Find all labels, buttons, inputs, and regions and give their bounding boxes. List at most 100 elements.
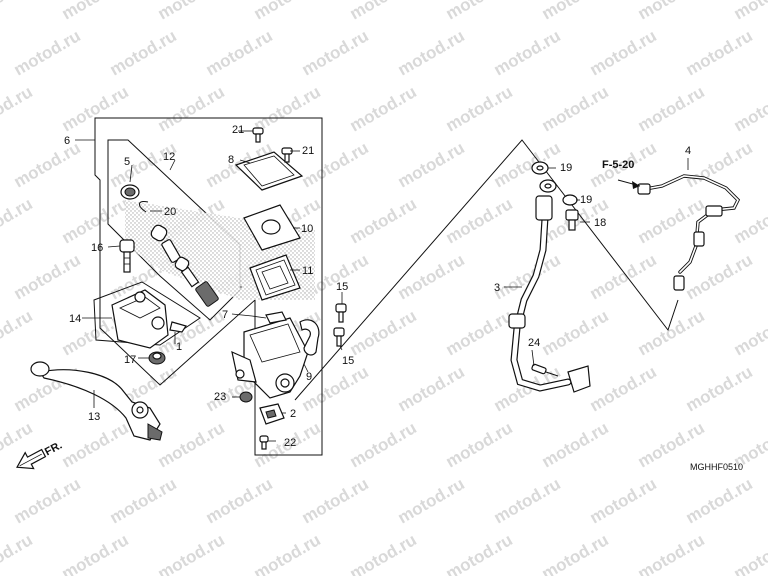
sealing-washer-19b[interactable] — [562, 194, 578, 206]
callout-11: 11 — [302, 265, 313, 277]
brake-hose[interactable] — [508, 195, 591, 393]
brake-lever[interactable] — [30, 361, 163, 441]
sealing-washer-bottom[interactable] — [539, 179, 557, 193]
callout-15-top: 15 — [336, 281, 348, 293]
watermark-text: motod.ru — [107, 138, 180, 191]
sealing-washer-top[interactable] — [531, 161, 549, 175]
reservoir-cover[interactable] — [234, 151, 304, 191]
lever-bracket[interactable] — [111, 289, 169, 349]
screw-15-top[interactable] — [335, 303, 347, 323]
watermark-text: motod.ru — [107, 26, 180, 79]
watermark-text: motod.ru — [587, 474, 660, 527]
diaphragm[interactable] — [249, 254, 301, 301]
spring-clip[interactable] — [169, 321, 187, 333]
watermark-text: motod.ru — [539, 82, 612, 135]
watermark-text: motod.ru — [539, 418, 612, 471]
bolt-24[interactable] — [531, 363, 559, 377]
callout-19-top: 19 — [560, 162, 572, 174]
master-cylinder-body[interactable] — [231, 317, 309, 399]
watermark-text: motod.ru — [683, 26, 756, 79]
watermark-text: motod.ru — [107, 474, 180, 527]
nut-17[interactable] — [148, 351, 166, 365]
watermark-text: motod.ru — [731, 306, 768, 359]
callout-16: 16 — [91, 242, 103, 254]
watermark-text: motod.ru — [11, 26, 84, 79]
watermark-text: motod.ru — [155, 82, 228, 135]
screw-7[interactable] — [251, 311, 287, 324]
brake-switch[interactable] — [259, 403, 285, 425]
piston-set[interactable] — [149, 223, 219, 307]
diaphragm-plate[interactable] — [243, 204, 301, 251]
watermark-text: motod.ru — [59, 194, 132, 247]
watermark-text: motod.ru — [443, 0, 516, 23]
screw-22[interactable] — [259, 435, 269, 450]
callout-4: 4 — [685, 145, 691, 157]
hose-clamp[interactable] — [299, 319, 320, 356]
reference-arrow — [617, 179, 641, 189]
watermark-text: motod.ru — [0, 306, 36, 359]
bolt-18[interactable] — [565, 209, 579, 231]
watermark-text: motod.ru — [395, 26, 468, 79]
watermark-text: motod.ru — [299, 474, 372, 527]
watermark-text: motod.ru — [587, 250, 660, 303]
watermark-text: motod.ru — [0, 0, 36, 23]
callout-12: 12 — [163, 151, 175, 163]
watermark-text: motod.ru — [299, 26, 372, 79]
screw-15-bottom[interactable] — [333, 327, 345, 347]
callout-6: 6 — [64, 135, 70, 147]
circlip[interactable] — [139, 201, 149, 213]
boot[interactable] — [120, 184, 140, 200]
reference-label[interactable]: F-5-20 — [602, 159, 634, 171]
watermark-text: motod.ru — [11, 474, 84, 527]
watermark-text: motod.ru — [731, 530, 768, 576]
watermark-text: motod.ru — [683, 362, 756, 415]
callout-5: 5 — [124, 156, 130, 168]
callout-10: 10 — [301, 223, 313, 235]
watermark-text: motod.ru — [491, 26, 564, 79]
watermark-text: motod.ru — [0, 194, 36, 247]
callout-15-bottom: 15 — [342, 355, 354, 367]
watermark-text: motod.ru — [155, 418, 228, 471]
watermark-text: motod.ru — [443, 530, 516, 576]
watermark-text: motod.ru — [635, 530, 708, 576]
watermark-text: motod.ru — [539, 306, 612, 359]
watermark-text: motod.ru — [0, 82, 36, 135]
callout-24: 24 — [528, 337, 540, 349]
watermark-text: motod.ru — [587, 362, 660, 415]
watermark-text: motod.ru — [59, 0, 132, 23]
watermark-text: motod.ru — [155, 0, 228, 23]
watermark-text: motod.ru — [683, 474, 756, 527]
watermark-text: motod.ru — [155, 530, 228, 576]
callout-8: 8 — [228, 154, 234, 166]
callout-20: 20 — [164, 206, 176, 218]
brake-pipe[interactable] — [637, 174, 741, 291]
watermark-text: motod.ru — [683, 250, 756, 303]
callout-19-bottom: 19 — [580, 194, 592, 206]
watermark-text: motod.ru — [0, 530, 36, 576]
watermark-text: motod.ru — [395, 474, 468, 527]
watermark-text: motod.ru — [347, 306, 420, 359]
callout-23: 23 — [214, 391, 226, 403]
watermark-text: motod.ru — [443, 306, 516, 359]
watermark-text: motod.ru — [731, 82, 768, 135]
callout-3: 3 — [494, 282, 500, 294]
diagram-code: MGHHF0510 — [690, 462, 743, 472]
callout-14: 14 — [69, 313, 81, 325]
watermark-text: motod.ru — [59, 418, 132, 471]
watermark-text: motod.ru — [635, 82, 708, 135]
callout-2: 2 — [290, 408, 296, 420]
callout-22: 22 — [284, 437, 296, 449]
nut-23[interactable] — [239, 391, 253, 403]
watermark-text: motod.ru — [203, 474, 276, 527]
watermark-text: motod.ru — [395, 250, 468, 303]
watermark-text: motod.ru — [347, 82, 420, 135]
watermark-text: motod.ru — [11, 250, 84, 303]
callout-7: 7 — [222, 309, 228, 321]
watermark-text: motod.ru — [491, 474, 564, 527]
pivot-bolt[interactable] — [119, 239, 135, 273]
watermark-text: motod.ru — [635, 306, 708, 359]
watermark-text: motod.ru — [395, 362, 468, 415]
watermark-text: motod.ru — [395, 138, 468, 191]
